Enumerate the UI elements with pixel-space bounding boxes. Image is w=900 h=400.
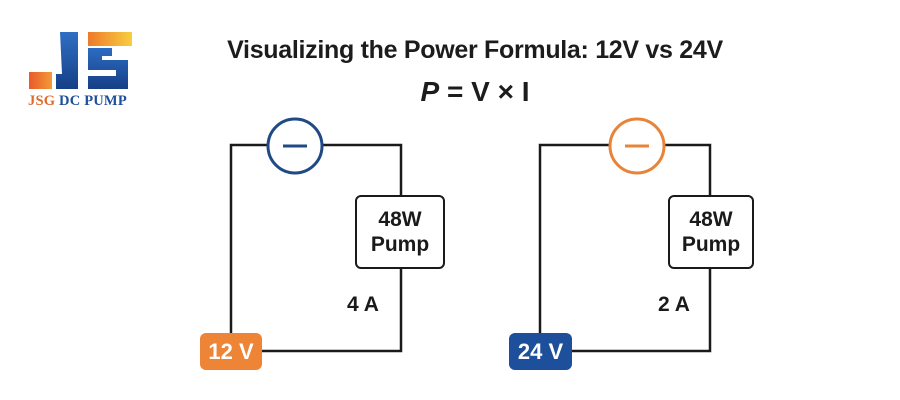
pump-box-24v: 48W Pump — [668, 195, 754, 269]
circuit-24v-wiring — [538, 117, 712, 353]
page-title: Visualizing the Power Formula: 12V vs 24… — [227, 36, 723, 64]
formula-p: P — [420, 76, 440, 107]
current-label-24v: 2 A — [658, 293, 690, 316]
pump-label: Pump — [370, 233, 430, 256]
jsg-logo-icon — [29, 32, 132, 89]
pump-box-12v: 48W Pump — [355, 195, 445, 269]
logo-s-shape — [88, 48, 128, 89]
formula-rest: = V × I — [446, 76, 530, 107]
pump-power: 48W — [378, 208, 422, 231]
circuit-12v-wiring — [229, 117, 403, 353]
logo-j-shape — [56, 32, 78, 89]
wire-left-bottom — [262, 268, 403, 353]
pump-label: Pump — [681, 233, 741, 256]
logo-yellow-bar — [88, 32, 132, 46]
power-formula: P = V × I — [0, 76, 900, 108]
wire-right-bottom — [572, 268, 712, 353]
logo-brand-dc-pump: DC PUMP — [59, 93, 127, 109]
voltage-badge-12v: 12 V — [200, 333, 262, 370]
logo-orange-block — [29, 72, 52, 89]
current-label-12v: 4 A — [347, 293, 379, 316]
logo-brand-jsg: JSG — [28, 93, 56, 109]
voltage-badge-24v: 24 V — [509, 333, 572, 370]
pump-power: 48W — [689, 208, 733, 231]
logo-text: JSG DC PUMP — [28, 93, 127, 110]
